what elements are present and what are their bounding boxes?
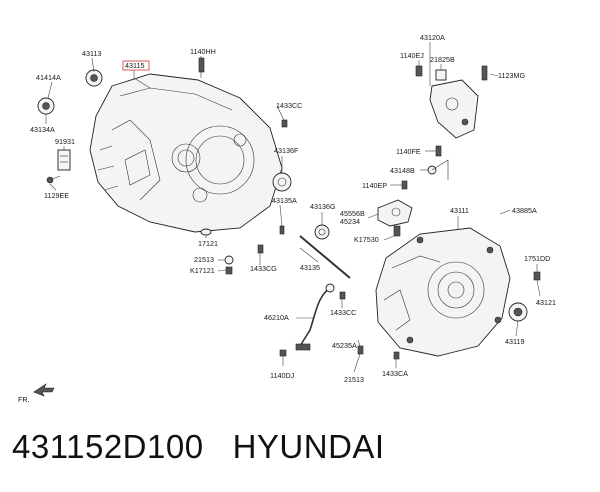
label-43113: 43113 <box>82 49 101 58</box>
label-43135: 43135 <box>300 263 320 272</box>
bolt-1140fe <box>435 145 442 157</box>
plug-21513-left <box>224 255 234 275</box>
front-direction-arrow-icon <box>33 383 55 397</box>
label-43136f: 43136F <box>274 146 299 155</box>
bolt-1140ep <box>401 180 408 190</box>
label-1140fe: 1140FE <box>396 147 421 156</box>
pin-43135a <box>279 225 285 235</box>
seal-43113 <box>85 69 103 87</box>
bolt-45235a <box>357 345 364 355</box>
label-k17121: K17121 <box>190 266 215 275</box>
shift-lever-46210a <box>279 283 335 357</box>
label-1129ee: 1129EE <box>44 191 69 200</box>
label-43148b: 43148B <box>390 166 415 175</box>
bolt-1129ee <box>46 175 61 184</box>
label-45235a: 45235A <box>332 341 357 350</box>
label-21513-left: 21513 <box>194 255 214 264</box>
highlighted-part-box <box>122 60 150 71</box>
plug-1433cg <box>257 244 264 254</box>
label-41414a: 41414A <box>36 73 61 82</box>
leader-lines <box>45 42 541 373</box>
part-labels: 43113 43115 1140HH 41414A 43134A 91931 1… <box>18 33 556 404</box>
plug-1433ca <box>393 351 400 360</box>
label-43136g: 43136G <box>310 202 336 211</box>
label-1433cc-bottom: 1433CC <box>330 308 356 317</box>
label-k17530: K17530 <box>354 235 379 244</box>
ring-17121 <box>200 228 212 236</box>
seal-41414a <box>37 97 55 115</box>
part-caption: 431152D100 HYUNDAI <box>12 428 385 466</box>
brand-name: HYUNDAI <box>232 428 385 465</box>
plug-1433cc-top <box>281 119 288 128</box>
magnet-43136f <box>272 172 292 192</box>
label-43111: 43111 <box>450 206 469 215</box>
label-1140ej: 1140EJ <box>400 51 424 60</box>
label-1123mg: 1123MG <box>498 71 525 80</box>
label-1433cg: 1433CG <box>250 264 277 273</box>
label-front: FR. <box>18 395 30 404</box>
bolt-1140hh <box>198 57 205 78</box>
label-43121: 43121 <box>536 298 556 307</box>
bracket-91931 <box>57 149 71 171</box>
label-1751dd: 1751DD <box>524 254 550 263</box>
label-21825b: 21825B <box>430 55 455 64</box>
transmission-body-43111 <box>375 227 511 357</box>
label-17121: 17121 <box>198 239 218 248</box>
label-1140ep: 1140EP <box>362 181 387 190</box>
label-45556b: 45556B <box>340 209 365 218</box>
part-number: 431152D100 <box>12 428 204 465</box>
magnet-43136g <box>314 224 330 240</box>
label-1140hh: 1140HH <box>190 47 216 56</box>
bushing-43148b <box>427 159 449 180</box>
label-1140dj: 1140DJ <box>270 371 295 380</box>
label-1433ca: 1433CA <box>382 369 408 378</box>
label-45234: 45234 <box>340 217 360 226</box>
label-43115: 43115 <box>125 61 144 70</box>
plug-43121 <box>533 271 541 281</box>
label-46210a: 46210A <box>264 313 289 322</box>
label-91931: 91931 <box>55 137 75 146</box>
label-1433cc-top: 1433CC <box>276 101 302 110</box>
speed-sensor-45556b <box>377 199 413 237</box>
plug-1433cc-bottom <box>339 291 346 300</box>
label-43135a: 43135A <box>272 196 297 205</box>
label-43119: 43119 <box>505 337 524 346</box>
label-43885a: 43885A <box>512 206 537 215</box>
transmission-case-housing <box>89 73 283 233</box>
shift-rod-43135 <box>299 235 351 279</box>
exploded-parts-diagram: 43113 43115 1140HH 41414A 43134A 91931 1… <box>18 33 556 404</box>
label-43134a: 43134A <box>30 125 55 134</box>
seal-43119 <box>508 302 528 322</box>
label-21513-right: 21513 <box>344 375 364 384</box>
bracket-assembly-43120a <box>415 65 488 139</box>
label-43120a: 43120A <box>420 33 445 42</box>
